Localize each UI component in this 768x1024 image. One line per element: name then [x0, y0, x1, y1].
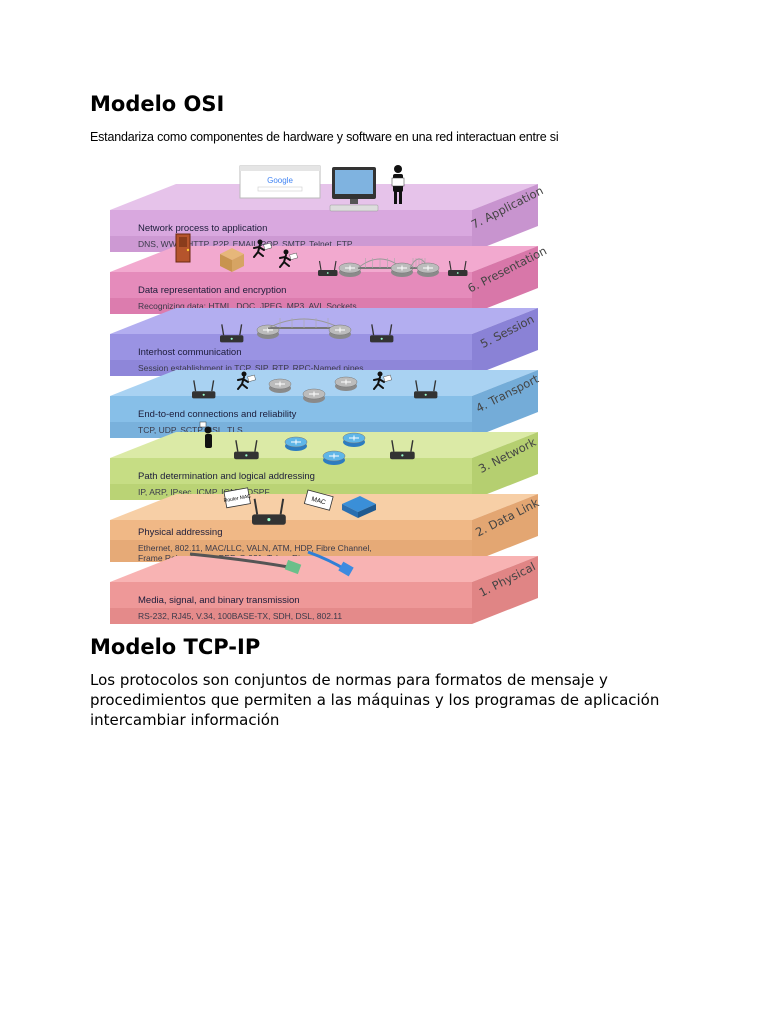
ethernet-cable-icon: [189, 552, 302, 575]
layer-side-face: [472, 556, 538, 624]
network-hub-icon: [268, 378, 292, 393]
mac-label: MAC: [311, 496, 327, 507]
router-icon: [234, 440, 259, 460]
layer-side-face: [472, 370, 538, 438]
osi-layer: End-to-end connections and reliabilityTC…: [110, 370, 541, 438]
layer-protocols: Session establishment in TCP, SIP, RTP, …: [138, 363, 364, 373]
network-hub-icon: [322, 450, 346, 465]
running-person-icon: [253, 239, 272, 258]
layer-title: Data representation and encryption: [138, 285, 286, 296]
osi-layer: Data representation and encryptionRecogn…: [110, 233, 549, 314]
router-icon: [318, 260, 338, 276]
layer-side-face: [472, 432, 538, 500]
layer-side-face: [472, 494, 538, 562]
page-title-tcpip: Modelo TCP-IP: [90, 635, 261, 659]
layer-protocols: TCP, UDP, SCTP, SSL, TLS: [138, 425, 243, 435]
layer-top-face: [110, 184, 538, 210]
network-switch-icon: [342, 496, 376, 518]
paragraph-line: intercambiar información: [90, 711, 280, 729]
layer-top-face: [110, 370, 538, 396]
router-icon: [390, 440, 415, 460]
layer-protocols: RS-232, RJ45, V.34, 100BASE-TX, SDH, DSL…: [138, 611, 342, 621]
running-person-icon: [373, 371, 392, 390]
person-icon: [391, 165, 405, 204]
google-logo: Google: [267, 176, 293, 185]
browser-window-icon: Google: [239, 165, 321, 199]
osi-layer: Media, signal, and binary transmissionRS…: [110, 550, 538, 624]
network-hub-icon: [328, 324, 352, 339]
layer-top-face: [110, 556, 538, 582]
computer-monitor-icon: [329, 167, 379, 212]
layer-top-face: [110, 246, 538, 272]
layer-protocols: Recognizing data: HTML, DOC, JPEG, MP3, …: [138, 301, 357, 311]
osi-layer: Path determination and logical addressin…: [110, 421, 539, 500]
layer-title: Path determination and logical addressin…: [138, 471, 315, 482]
layer-title: Interhost communication: [138, 347, 242, 358]
layer-top-face: [110, 432, 538, 458]
layer-protocols: IP, ARP, IPsec, ICMP, IGMP, OSPF: [138, 487, 270, 497]
paragraph-line: procedimientos que permiten a las máquin…: [90, 691, 660, 709]
osi-subtitle: Estandariza como componentes de hardware…: [90, 130, 559, 144]
network-hub-icon: [338, 262, 362, 277]
router-icon: [252, 498, 286, 525]
router-icon: [192, 380, 216, 399]
running-person-icon: [237, 371, 256, 390]
layer-title: Media, signal, and binary transmission: [138, 595, 300, 606]
router-icon: [448, 260, 468, 276]
door-icon: [175, 233, 191, 263]
layer-side-face: [472, 308, 538, 376]
mac-tag: MAC: [303, 489, 334, 511]
layer-side-face: [472, 184, 538, 252]
layer-title: Physical addressing: [138, 527, 223, 538]
network-hub-icon: [284, 436, 308, 451]
router-icon: [414, 380, 438, 399]
page-title-osi: Modelo OSI: [90, 92, 225, 116]
network-hub-icon: [342, 432, 366, 447]
router-icon: [370, 324, 394, 343]
bridge-icon: [267, 318, 341, 329]
paragraph-line: Los protocolos son conjuntos de normas p…: [90, 671, 608, 689]
tcpip-paragraph: Los protocolos son conjuntos de normas p…: [90, 670, 710, 730]
network-hub-icon: [334, 376, 358, 391]
layer-title: End-to-end connections and reliability: [138, 409, 297, 420]
layer-protocol-strip: [110, 608, 472, 624]
person-signal-icon: [199, 421, 212, 448]
network-hub-icon: [416, 262, 440, 277]
layer-side-face: [472, 246, 538, 314]
network-hub-icon: [302, 388, 326, 403]
network-hub-icon: [390, 262, 414, 277]
router-mac-tag: Router MAC: [223, 487, 252, 509]
ethernet-cable-icon: [307, 550, 354, 577]
layer-protocols: DNS, WWW/HTTP, P2P, EMAIL/POP, SMTP, Tel…: [138, 239, 353, 249]
layer-title: Network process to application: [138, 223, 267, 234]
router-mac-label: Router MAC: [223, 493, 252, 504]
layer-protocols: Ethernet, 802.11, MAC/LLC, VALN, ATM, HD…: [138, 543, 372, 553]
package-box-icon: [220, 248, 244, 272]
running-person-icon: [279, 249, 298, 268]
layer-top-face: [110, 308, 538, 334]
router-icon: [220, 324, 244, 343]
